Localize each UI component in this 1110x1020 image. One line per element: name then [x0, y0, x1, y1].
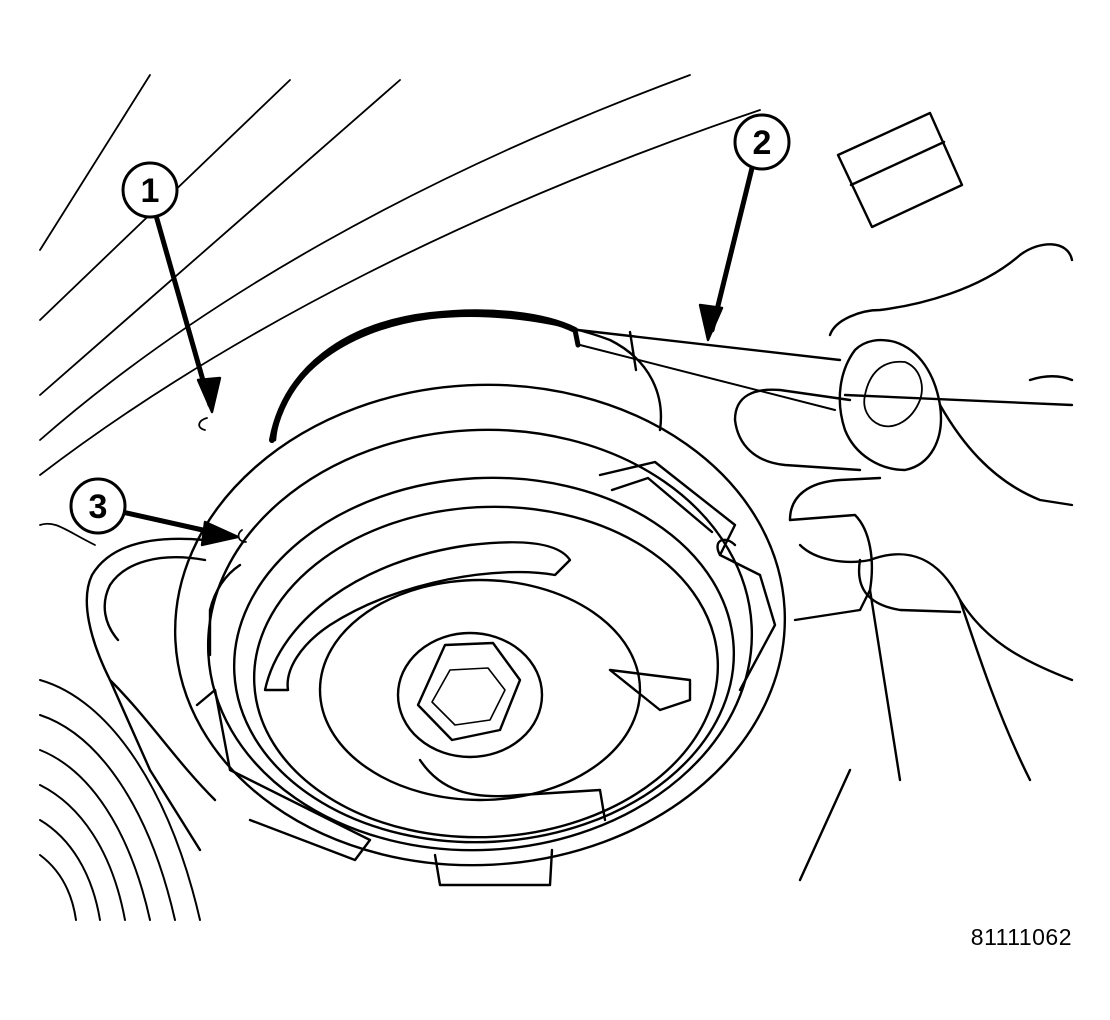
callout-2-arrowhead: [698, 303, 724, 342]
callout-3: 3: [69, 477, 247, 547]
callout-1: 1: [121, 161, 222, 431]
callout-1-circle: [121, 161, 179, 219]
tool: [572, 327, 1074, 411]
tensioner-pulley: [173, 309, 787, 887]
hand: [733, 243, 1074, 782]
callout-2-label: 2: [753, 124, 772, 162]
callout-1-label: 1: [141, 172, 160, 210]
callout-1-leader-line: [152, 209, 213, 408]
label-plate: [836, 111, 964, 229]
callout-2-leader-line: [709, 165, 755, 333]
callout-2-circle: [733, 113, 791, 171]
callout-1-marker: [198, 417, 208, 431]
callout-2: 2: [698, 113, 791, 342]
figure-id: 81111062: [970, 924, 1072, 950]
callout-3-label: 3: [89, 488, 108, 526]
callout-3-arrowhead: [200, 520, 240, 547]
engine-cover-lines: [39, 74, 761, 546]
callout-3-circle: [69, 477, 127, 535]
callout-3-marker: [237, 529, 247, 543]
mounting-bracket: [85, 513, 902, 882]
callout-1-arrowhead: [196, 376, 222, 414]
crank-pulley-grooves: [39, 679, 201, 921]
